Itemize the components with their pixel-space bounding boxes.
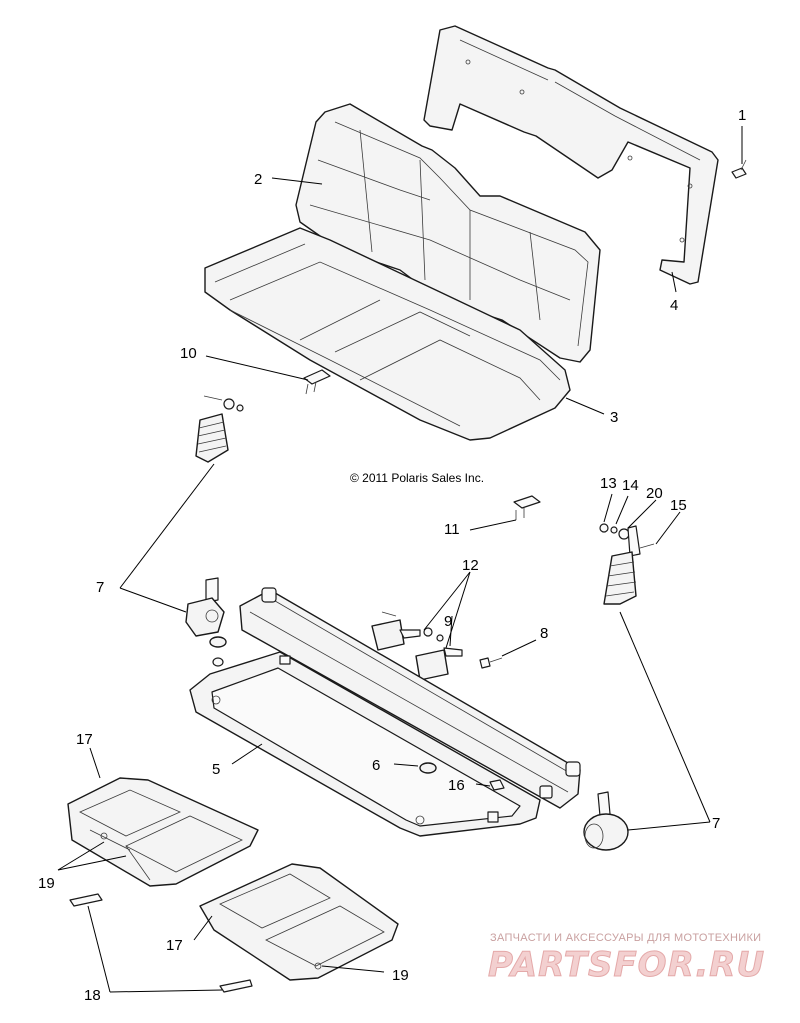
callout-17-upper: 17 bbox=[76, 731, 93, 748]
watermark: ЗАПЧАСТИ И АКСЕССУАРЫ ДЛЯ МОТОТЕХНИКИ PA… bbox=[488, 932, 765, 986]
callout-13: 13 bbox=[600, 475, 617, 492]
callout-12: 12 bbox=[462, 557, 479, 574]
watermark-logo: PARTSFOR.RU bbox=[488, 945, 765, 985]
watermark-subtitle: ЗАПЧАСТИ И АКСЕССУАРЫ ДЛЯ МОТОТЕХНИКИ bbox=[490, 932, 761, 944]
storage-bin-upper bbox=[67, 777, 259, 887]
label-18 bbox=[69, 893, 253, 993]
seat-belt-buckles bbox=[371, 611, 463, 681]
callout-2: 2 bbox=[254, 171, 262, 188]
copyright-notice: © 2011 Polaris Sales Inc. bbox=[350, 471, 484, 485]
callout-10: 10 bbox=[180, 345, 197, 362]
seat-frame-crossbar bbox=[239, 587, 581, 809]
callout-8: 8 bbox=[540, 625, 548, 642]
callout-18: 18 bbox=[84, 987, 101, 1004]
screw-1 bbox=[731, 159, 747, 179]
seat-belt-spring-right bbox=[599, 523, 655, 605]
seat-base-frame bbox=[189, 651, 541, 837]
nut-16 bbox=[489, 779, 505, 791]
callout-4: 4 bbox=[670, 297, 678, 314]
callout-7-left: 7 bbox=[96, 579, 104, 596]
leader-lines bbox=[57, 126, 743, 993]
seat-backrest bbox=[295, 103, 601, 363]
seat-cushion bbox=[204, 227, 571, 441]
callout-14: 14 bbox=[622, 477, 639, 494]
callout-3: 3 bbox=[610, 409, 618, 426]
callout-20: 20 bbox=[646, 485, 663, 502]
callout-9: 9 bbox=[444, 613, 452, 630]
storage-bin-lower bbox=[199, 863, 399, 981]
callout-11: 11 bbox=[444, 521, 460, 538]
bolt-8 bbox=[479, 657, 503, 669]
seat-belt-spring-left bbox=[195, 395, 244, 463]
callout-7-right: 7 bbox=[712, 815, 720, 832]
callout-6: 6 bbox=[372, 757, 380, 774]
callout-19-upper: 19 bbox=[38, 875, 55, 892]
callout-16: 16 bbox=[448, 777, 465, 794]
callout-17-lower: 17 bbox=[166, 937, 183, 954]
callout-1: 1 bbox=[738, 107, 746, 124]
callout-15: 15 bbox=[670, 497, 687, 514]
seat-back-panel bbox=[423, 25, 719, 285]
latch-striker-10 bbox=[303, 369, 331, 395]
seat-belt-retractor-right bbox=[583, 791, 629, 851]
callout-19-lower: 19 bbox=[392, 967, 409, 984]
callout-labels: 1 2 3 4 5 6 7 7 8 9 10 11 12 13 14 15 16… bbox=[38, 107, 746, 1004]
grommet-6 bbox=[209, 636, 437, 774]
latch-striker-11 bbox=[513, 495, 541, 520]
callout-5: 5 bbox=[212, 761, 220, 778]
seat-belt-retractor-left bbox=[185, 577, 225, 637]
